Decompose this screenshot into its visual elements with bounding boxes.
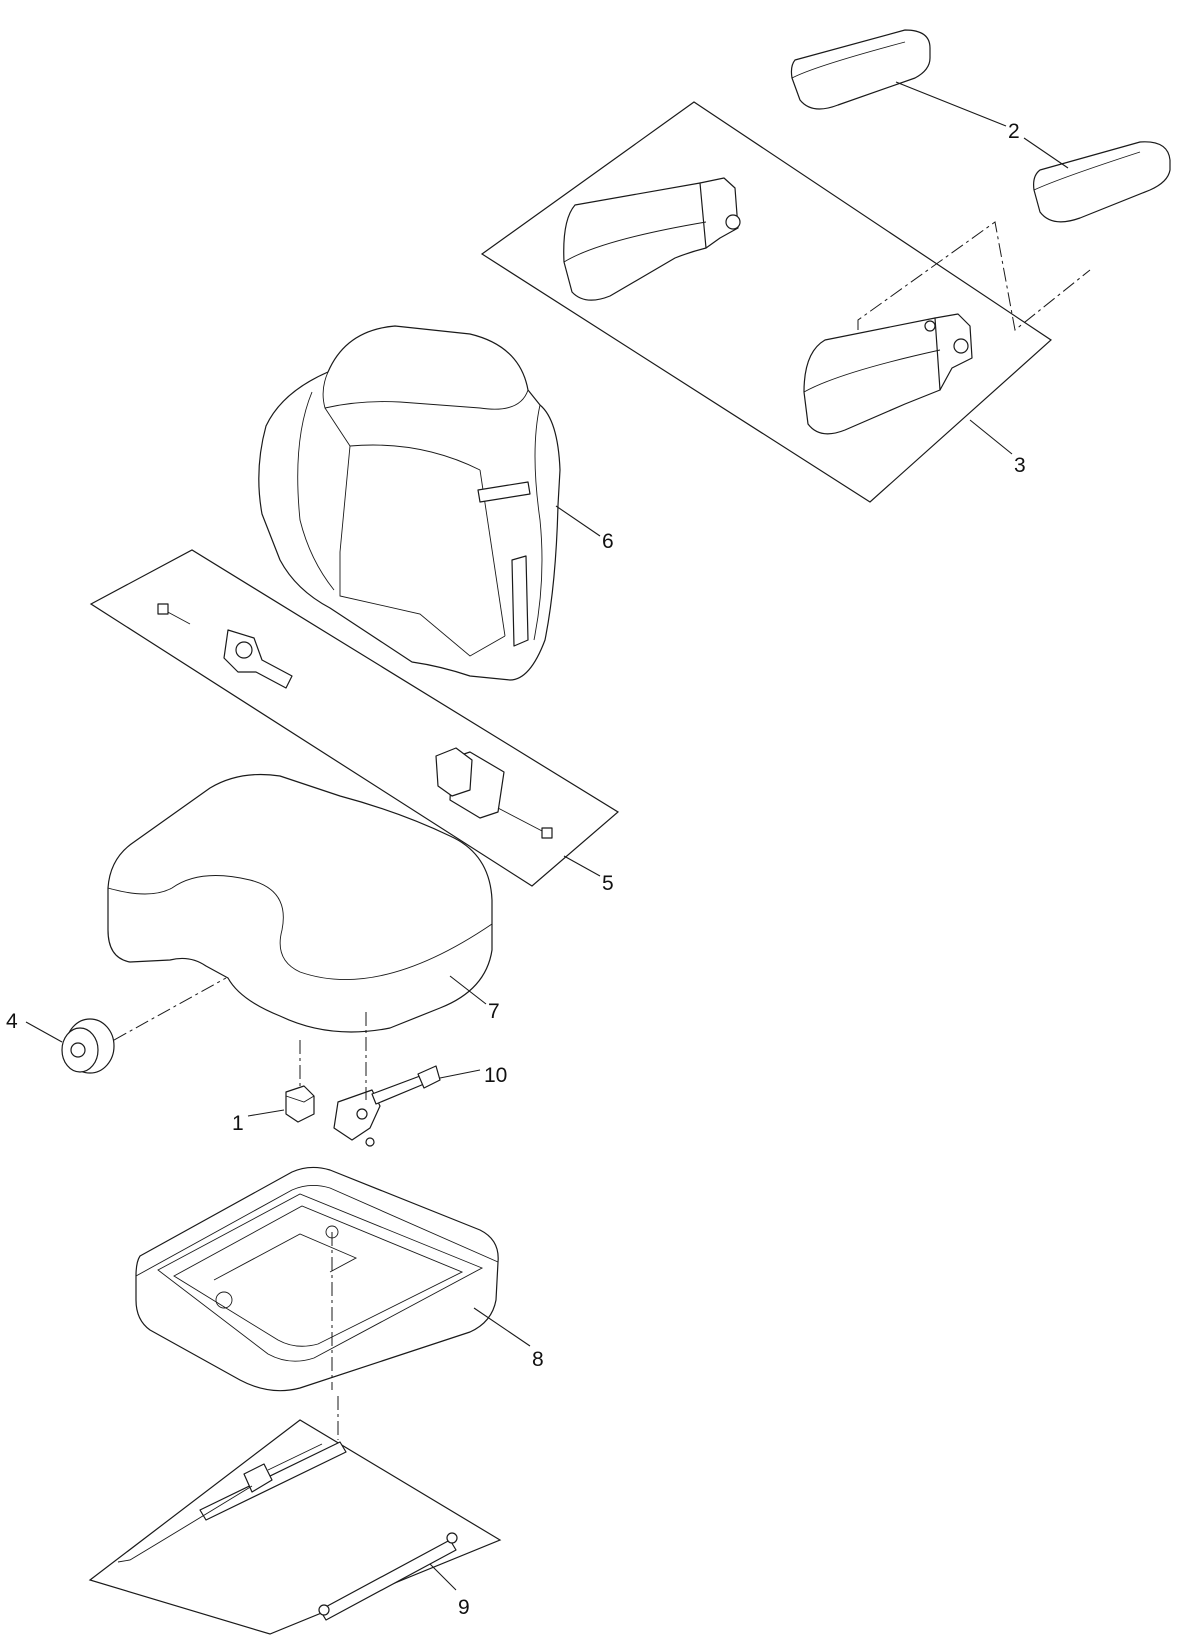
callout-1: 1: [232, 1112, 244, 1135]
slide-rail-upper: [117, 1441, 347, 1563]
seat-belt-buckle-right: [435, 747, 553, 839]
leader-line-1: [247, 1109, 285, 1117]
callout-6: 6: [602, 530, 614, 553]
seat-belt-kit-frame: [89, 549, 620, 887]
armrest-pad-upper: [790, 29, 931, 110]
armrest-pad-right: [1033, 141, 1171, 223]
adjustment-knob: [61, 1018, 115, 1074]
callout-5: 5: [602, 872, 614, 895]
leader-line-5: [563, 855, 601, 877]
seat-back-cushion: [258, 325, 561, 681]
armrest-left-assembly: [563, 177, 741, 301]
latch-block: [285, 1085, 315, 1123]
armrest-pad-alignment-line: [857, 221, 1091, 331]
leader-line-6: [555, 505, 601, 537]
leader-line-3: [969, 419, 1013, 455]
slide-rail-lower: [318, 1532, 458, 1621]
callout-2: 2: [1008, 120, 1020, 143]
armrest-kit-frame: [480, 101, 1052, 503]
knob-alignment-line: [113, 977, 227, 1041]
leader-line-10: [439, 1069, 481, 1079]
leader-line-4: [25, 1021, 63, 1043]
slide-rail-kit-frame: [88, 1419, 502, 1635]
callout-10: 10: [484, 1064, 507, 1087]
callout-7: 7: [488, 1000, 500, 1023]
leader-line-9: [429, 1563, 457, 1591]
leader-line-2a: [895, 81, 1007, 127]
callout-9: 9: [458, 1596, 470, 1619]
actuator-linkage: [333, 1065, 441, 1147]
seat-pan: [135, 1166, 499, 1392]
leader-line-8: [473, 1307, 531, 1347]
seat-belt-buckle-left: [157, 603, 293, 689]
leader-line-7: [449, 975, 487, 1005]
leader-line-2b: [1023, 137, 1069, 169]
callout-8: 8: [532, 1348, 544, 1371]
callout-3: 3: [1014, 454, 1026, 477]
armrest-right-assembly: [803, 313, 973, 435]
callout-4: 4: [6, 1010, 18, 1033]
seat-cushion: [107, 773, 493, 1033]
